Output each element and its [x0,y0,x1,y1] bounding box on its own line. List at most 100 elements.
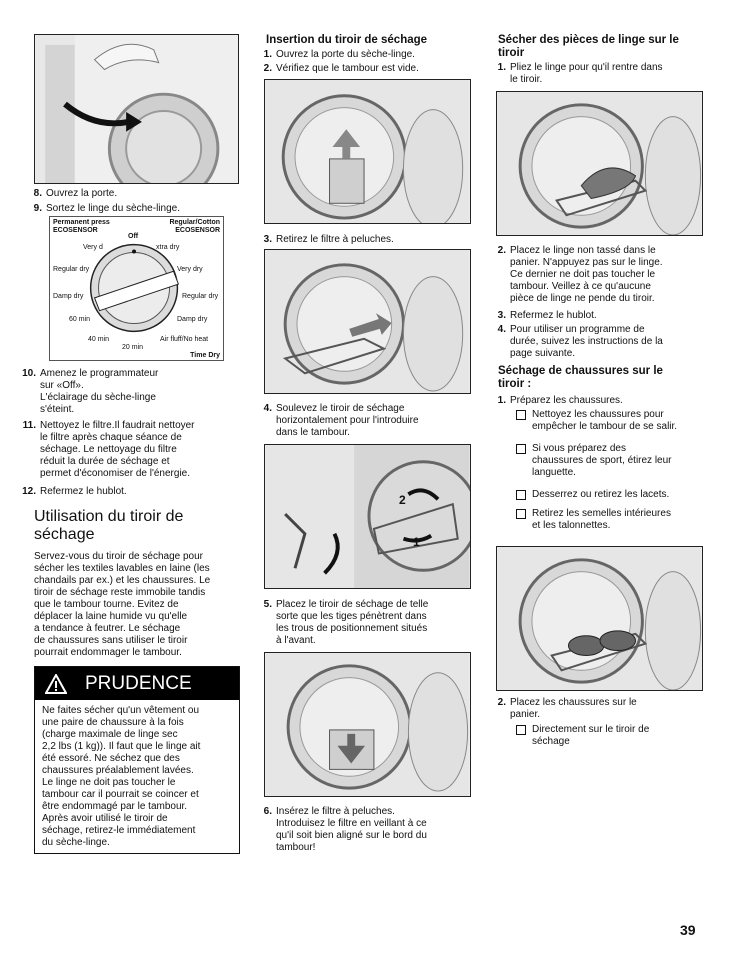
dial-air-fluff: Air fluff/No heat [160,336,209,343]
step-text: Pour utiliser un programme de durée, sui… [510,324,663,359]
middle-heading: Insertion du tiroir de séchage [266,34,428,46]
step-number: 8. [33,188,42,199]
checklist-item: Si vous préparez des chaussures de sport… [516,443,716,481]
dial-40-min: 40 min [88,336,110,343]
step-number: 10. [22,368,36,379]
right-step-2: 2. Placez le linge non tassé dans le pan… [484,245,714,307]
step-text: Préparez les chaussures. [510,395,623,406]
step-number: 3. [497,310,506,321]
checklist-text: Nettoyez les chaussures pour empêcher le… [532,409,678,432]
dial-right-title: Regular/Cotton [169,219,220,226]
figure-insert-rack: 2 1 [264,444,471,589]
dial-left-title: Permanent press [53,219,110,226]
figure-program-dial: Permanent press ECOSENSOR Regular/Cotton… [49,216,224,361]
middle-step-5: 5. Placez le tiroir de séchage de telle … [250,599,470,649]
checkbox-icon [516,410,526,420]
left-step-10: 10. Amenez le programmateur sur «Off». L… [14,368,240,418]
dial-off-label: Off [128,233,139,240]
step-text: Sortez le linge du sèche-linge. [46,203,180,214]
dial-regular-dry-left: Regular dry [53,266,90,273]
step-number: 11. [22,420,36,431]
middle-step-2: 2. Vérifiez que le tambour est vide. [250,63,470,75]
dial-damp-dry-left: Damp dry [53,293,84,300]
step-number: 2. [497,697,506,708]
dial-left-sensor: ECOSENSOR [53,227,98,234]
checkbox-icon [516,490,526,500]
checkbox-icon [516,444,526,454]
checklist-text: Si vous préparez des chaussures de sport… [532,443,672,478]
caution-header: PRUDENCE [35,667,239,700]
step-number: 1. [497,62,506,73]
checklist-text: Directement sur le tiroir de séchage [532,724,650,747]
step-number: 1. [263,49,272,60]
figure-remove-filter [264,249,471,394]
shoes-heading: Séchage de chaussures sur le tiroir : [498,365,663,390]
left-step-12: 12. Refermez le hublot. [14,486,240,498]
middle-step-4: 4. Soulevez le tiroir de séchage horizon… [250,403,470,441]
caution-title: PRUDENCE [85,673,192,694]
middle-step-1: 1. Ouvrez la porte du sèche-linge. [250,49,470,61]
checklist-text: Desserrez ou retirez les lacets. [532,489,670,500]
checklist-item: Desserrez ou retirez les lacets. [516,489,716,501]
step-text: Nettoyez le filtre.Il faudrait nettoyer … [40,420,195,479]
checkbox-icon [516,725,526,735]
section-title: Utilisation du tiroir de séchage [34,508,184,543]
left-step-9: 9. Sortez le linge du sèche-linge. [20,203,240,215]
fig-step-2-label: 2 [399,493,406,507]
step-number: 2. [263,63,272,74]
step-text: Amenez le programmateur sur «Off». L'écl… [40,368,159,415]
checkbox-icon [516,509,526,519]
step-text: Refermez le hublot. [510,310,597,321]
middle-step-6: 6. Insérez le filtre à peluches. Introdu… [250,806,470,856]
right-step-1: 1. Pliez le linge pour qu'il rentre dans… [484,62,714,87]
page-number: 39 [680,922,696,938]
checklist-item: Nettoyez les chaussures pour empêcher le… [516,409,716,434]
right-heading: Sécher des pièces de linge sur le tiroir [498,34,679,59]
dial-time-dry: Time Dry [190,352,220,359]
step-number: 3. [263,234,272,245]
step-text: Placez le linge non tassé dans le panier… [510,245,663,304]
dial-regular-dry-right: Regular dry [182,293,219,300]
step-text: Vérifiez que le tambour est vide. [276,63,419,74]
left-step-11: 11. Nettoyez le filtre.Il faudrait netto… [14,420,240,482]
step-number: 4. [497,324,506,335]
figure-shoes-on-rack [496,546,703,691]
fig-step-1-label: 1 [413,535,420,549]
shoes-step-1: 1. Préparez les chaussures. [484,395,714,407]
step-text: Pliez le linge pour qu'il rentre dans le… [510,62,663,85]
dial-60-min: 60 min [69,316,91,323]
dial-damp-dry-right: Damp dry [177,316,208,323]
dial-very-dry-left: Very d [83,244,103,251]
section-intro: Servez-vous du tiroir de séchage pour sé… [34,551,211,658]
dial-right-sensor: ECOSENSOR [175,227,220,234]
figure-open-door [34,34,239,184]
shoes-step-2: 2. Placez les chaussures sur le panier. [484,697,714,722]
step-number: 2. [497,245,506,256]
right-step-4: 4. Pour utiliser un programme de durée, … [484,324,714,362]
dial-20-min: 20 min [122,344,144,351]
caution-box: PRUDENCE Ne faites sécher qu'un vêtement… [34,666,240,854]
step-text: Ouvrez la porte. [46,188,118,199]
step-number: 6. [263,806,272,817]
figure-laundry-on-rack [496,91,703,236]
step-text: Refermez le hublot. [40,486,127,497]
dial-extra-dry: xtra dry [156,244,180,251]
checklist-text: Retirez les semelles intérieures et les … [532,508,671,531]
step-number: 12. [22,486,36,497]
middle-step-3: 3. Retirez le filtre à peluches. [250,234,470,246]
checklist-item: Directement sur le tiroir de séchage [516,724,716,749]
step-number: 9. [33,203,42,214]
figure-insert-filter [264,652,471,797]
warning-icon [44,672,68,694]
caution-text: Ne faites sécher qu'un vêtement ou une p… [42,705,201,848]
step-text: Placez le tiroir de séchage de telle sor… [276,599,429,646]
step-number: 4. [263,403,272,414]
dial-very-dry-right: Very dry [177,266,203,273]
checklist-item: Retirez les semelles intérieures et les … [516,508,716,533]
step-text: Soulevez le tiroir de séchage horizontal… [276,403,419,438]
left-step-8: 8. Ouvrez la porte. [20,188,240,200]
step-text: Insérez le filtre à peluches. Introduise… [276,806,427,853]
right-step-3: 3. Refermez le hublot. [484,310,714,322]
step-number: 1. [497,395,506,406]
step-number: 5. [263,599,272,610]
